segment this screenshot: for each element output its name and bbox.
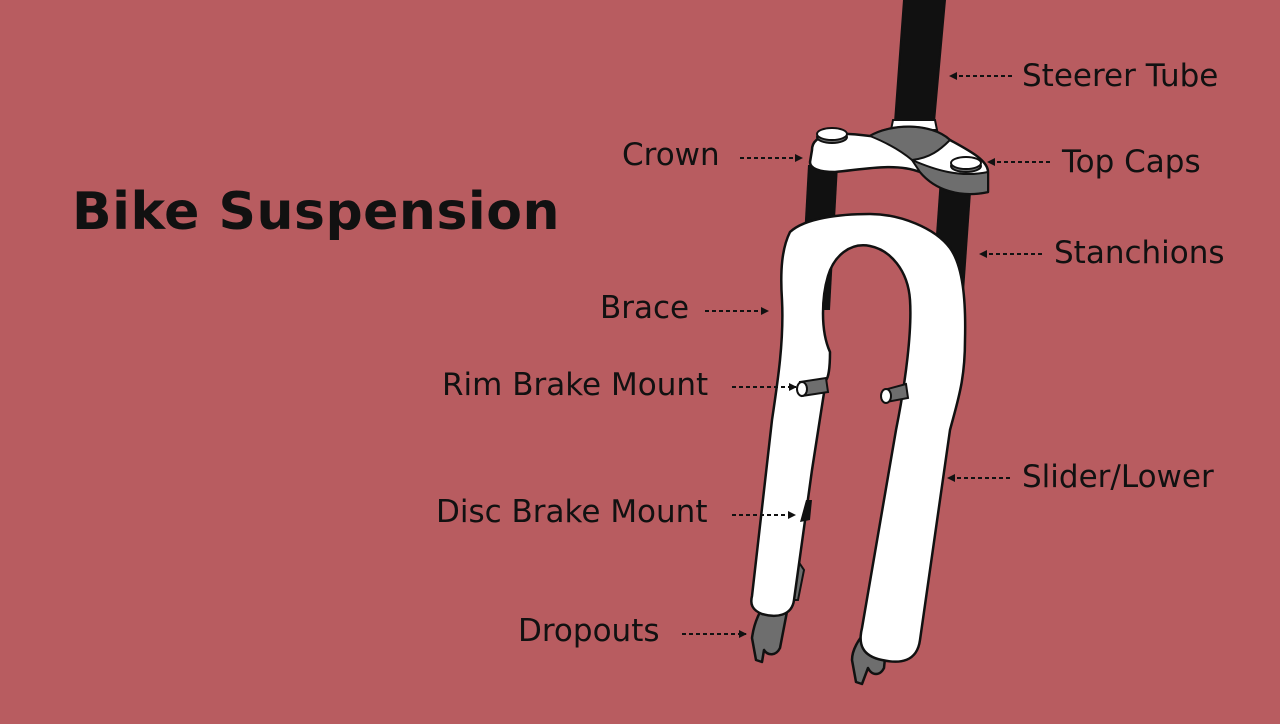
label-rim-brake-mount: Rim Brake Mount <box>442 367 709 403</box>
label-stanchions: Stanchions <box>1054 235 1225 271</box>
steerer-tube-shape <box>893 0 947 123</box>
page-title: Bike Suspension <box>72 182 560 242</box>
right-top-cap-top-shape <box>950 156 982 170</box>
crown-right-side-shape <box>909 157 989 195</box>
left-rim-brake-mount-shape <box>796 376 830 398</box>
label-top-caps: Top Caps <box>1062 144 1201 180</box>
label-steerer-tube: Steerer Tube <box>1022 58 1219 94</box>
right-rim-brake-mount-shape <box>880 382 910 404</box>
brace-and-lowers-shape <box>750 212 967 663</box>
label-brace: Brace <box>600 290 690 326</box>
label-crown: Crown <box>622 137 720 173</box>
label-slider-lower: Slider/Lower <box>1022 459 1214 495</box>
crown-shadow-shape <box>867 125 952 162</box>
label-disc-brake-mount: Disc Brake Mount <box>436 494 708 530</box>
disc-brake-mount-shape <box>800 500 812 522</box>
left-top-cap-top-shape <box>816 127 848 141</box>
label-dropouts: Dropouts <box>518 613 660 649</box>
